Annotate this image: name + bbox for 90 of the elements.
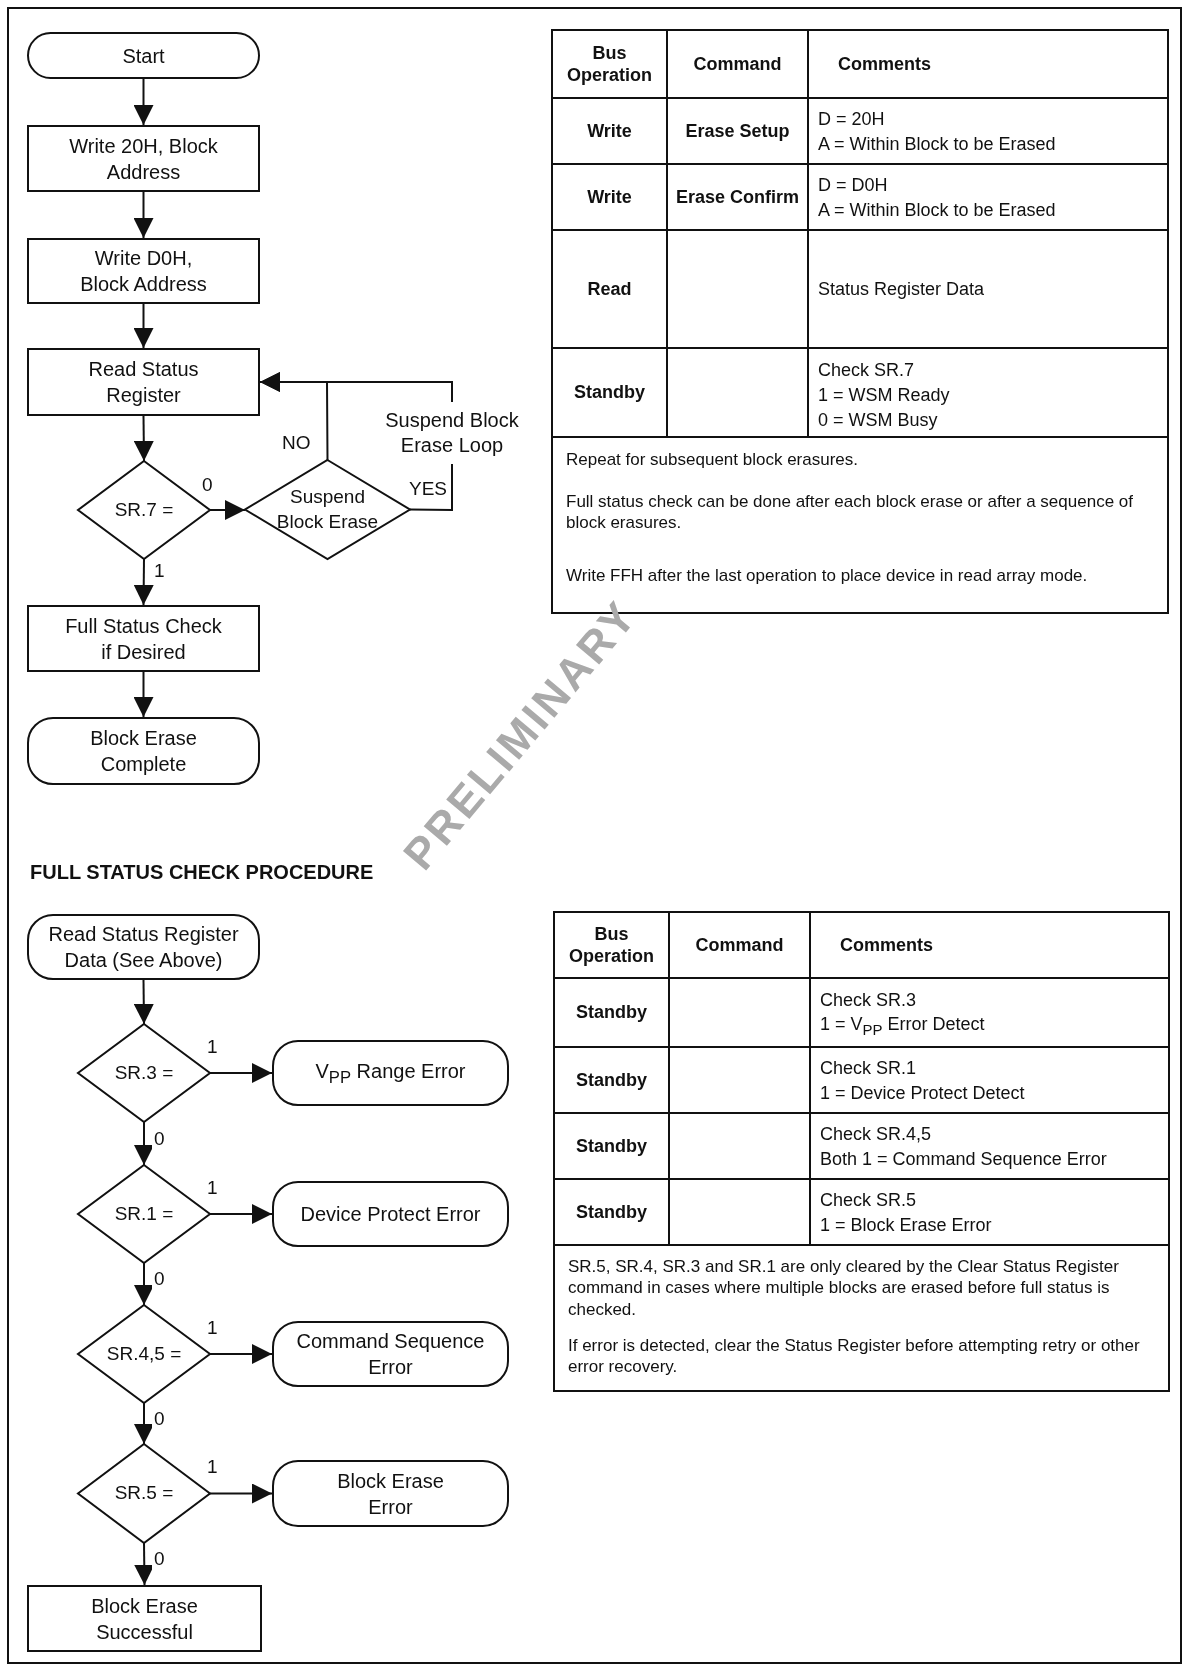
table-header: Comments: [840, 933, 934, 957]
terminal-box: [272, 1040, 509, 1106]
node-text: Block Erase Successful: [90, 1593, 199, 1645]
table-cell-text: Standby: [575, 1200, 648, 1224]
process-box: [27, 348, 260, 416]
table-header: Bus Operation: [566, 41, 653, 87]
table-note: Full status check can be done after each block erase or after a sequence of block erasures.: [566, 490, 1134, 534]
arrow: [133, 303, 154, 349]
table-cell-text: Check SR.3: [820, 988, 918, 1012]
arrow: [134, 1402, 154, 1445]
table-cell-text: Both 1 = Command Sequence Error: [820, 1147, 1108, 1171]
terminal-box: [27, 914, 260, 980]
table-cell-text: Status Register Data: [818, 277, 986, 301]
node-text: Block Erase Error: [336, 1468, 445, 1520]
node-text: Full Status Check if Desired: [64, 613, 223, 665]
table-cell-text: D = 20H: [818, 107, 886, 131]
terminal-box: [27, 717, 260, 785]
table-cell-text: 1 = Device Protect Detect: [820, 1081, 1026, 1105]
table-cell-text: Check SR.5: [820, 1188, 918, 1212]
table-note: Write FFH after the last operation to place device in read array mode.: [566, 565, 1089, 588]
table-cell-text: 0 = WSM Busy: [818, 408, 939, 432]
table-cell-text: Standby: [575, 1068, 648, 1092]
table-cell-text: A = Within Block to be Erased: [818, 132, 1057, 156]
decision-diamond: [78, 1444, 210, 1543]
process-box: [27, 605, 260, 672]
decision-diamond: [78, 1024, 210, 1122]
table-cell-text: Check SR.7: [818, 358, 916, 382]
decision-diamond: [78, 1305, 210, 1403]
table-cell-text: 1 = V$_{PP}$ Error Detect: [820, 1013, 986, 1039]
table-note: If error is detected, clear the Status Register before attempting retry or other error recovery.: [568, 1334, 1141, 1378]
arrow: [133, 415, 154, 462]
table-cell-text: Write: [586, 119, 633, 143]
decision-diamond: [245, 460, 410, 559]
arrow: [134, 1542, 155, 1586]
table-cell-text: Erase Confirm: [674, 185, 800, 209]
node-text: Start: [121, 43, 166, 69]
node-text: SR.1 =: [113, 1201, 175, 1226]
decision-diamond: [78, 1165, 210, 1263]
table-cell-text: Standby: [573, 381, 646, 405]
arrow: [133, 78, 154, 126]
arrow: [133, 191, 154, 239]
node-text: Read Status Register Data (See Above): [47, 922, 240, 973]
arrow: [134, 1262, 154, 1306]
node-text: Suspend Block Erase: [275, 484, 380, 534]
table-cell-text: Standby: [575, 1001, 648, 1025]
arrow: [133, 558, 154, 606]
table-cell-text: D = D0H: [818, 173, 889, 197]
table-header: Comments: [838, 52, 932, 76]
node-text: Block Erase Complete: [89, 726, 198, 777]
table-note: Repeat for subsequent block erasures.: [566, 449, 859, 472]
process-box: [27, 1585, 262, 1652]
process-box: [27, 125, 260, 192]
section-heading: FULL STATUS CHECK PROCEDURE: [30, 859, 375, 885]
arrow: [209, 1204, 273, 1224]
terminal-box: [272, 1460, 509, 1527]
node-text: Command Sequence Error: [295, 1329, 486, 1380]
arrow: [209, 1063, 273, 1083]
terminal-box: [272, 1321, 509, 1387]
arrow: [209, 500, 246, 520]
table-header: Bus Operation: [568, 922, 655, 968]
table-header: Command: [692, 52, 783, 76]
table-cell-text: Write: [586, 185, 633, 209]
table-cell-text: Read: [586, 277, 633, 301]
table-cell-text: Check SR.1: [820, 1056, 918, 1080]
arrow: [133, 671, 154, 718]
node-text: V$_{PP}$ Range Error: [314, 1058, 467, 1089]
node-text: Device Protect Error: [299, 1202, 482, 1227]
node-text: Write D0H, Block Address: [79, 246, 208, 297]
table-cell-text: 1 = WSM Ready: [818, 383, 951, 407]
node-text: Read Status Register: [87, 357, 200, 408]
arrow: [133, 979, 154, 1025]
table-cell-text: A = Within Block to be Erased: [818, 198, 1057, 222]
terminal-box: [272, 1181, 509, 1247]
table-cell-text: 1 = Block Erase Error: [820, 1213, 993, 1237]
table-cell-text: Erase Setup: [684, 119, 791, 143]
terminal-box: [27, 32, 260, 79]
decision-diamond: [78, 461, 210, 559]
node-text: SR.5 =: [113, 1481, 175, 1506]
node-text: SR.3 =: [113, 1060, 175, 1085]
node-text: Write 20H, Block Address: [68, 133, 219, 185]
table-header: Command: [694, 933, 785, 957]
node-text: SR.7 =: [113, 497, 175, 522]
arrow: [209, 1344, 273, 1364]
table-cell-text: Check SR.4,5: [820, 1122, 933, 1146]
table-note: SR.5, SR.4, SR.3 and SR.1 are only cleared by the Clear Status Register command in cases where multiple blocks are erased before full status is checked.: [568, 1256, 1120, 1321]
arrow: [134, 1121, 154, 1166]
process-box: [27, 238, 260, 304]
node-text: SR.4,5 =: [105, 1341, 183, 1366]
arrow: [209, 1483, 273, 1504]
table-cell-text: Standby: [575, 1134, 648, 1158]
